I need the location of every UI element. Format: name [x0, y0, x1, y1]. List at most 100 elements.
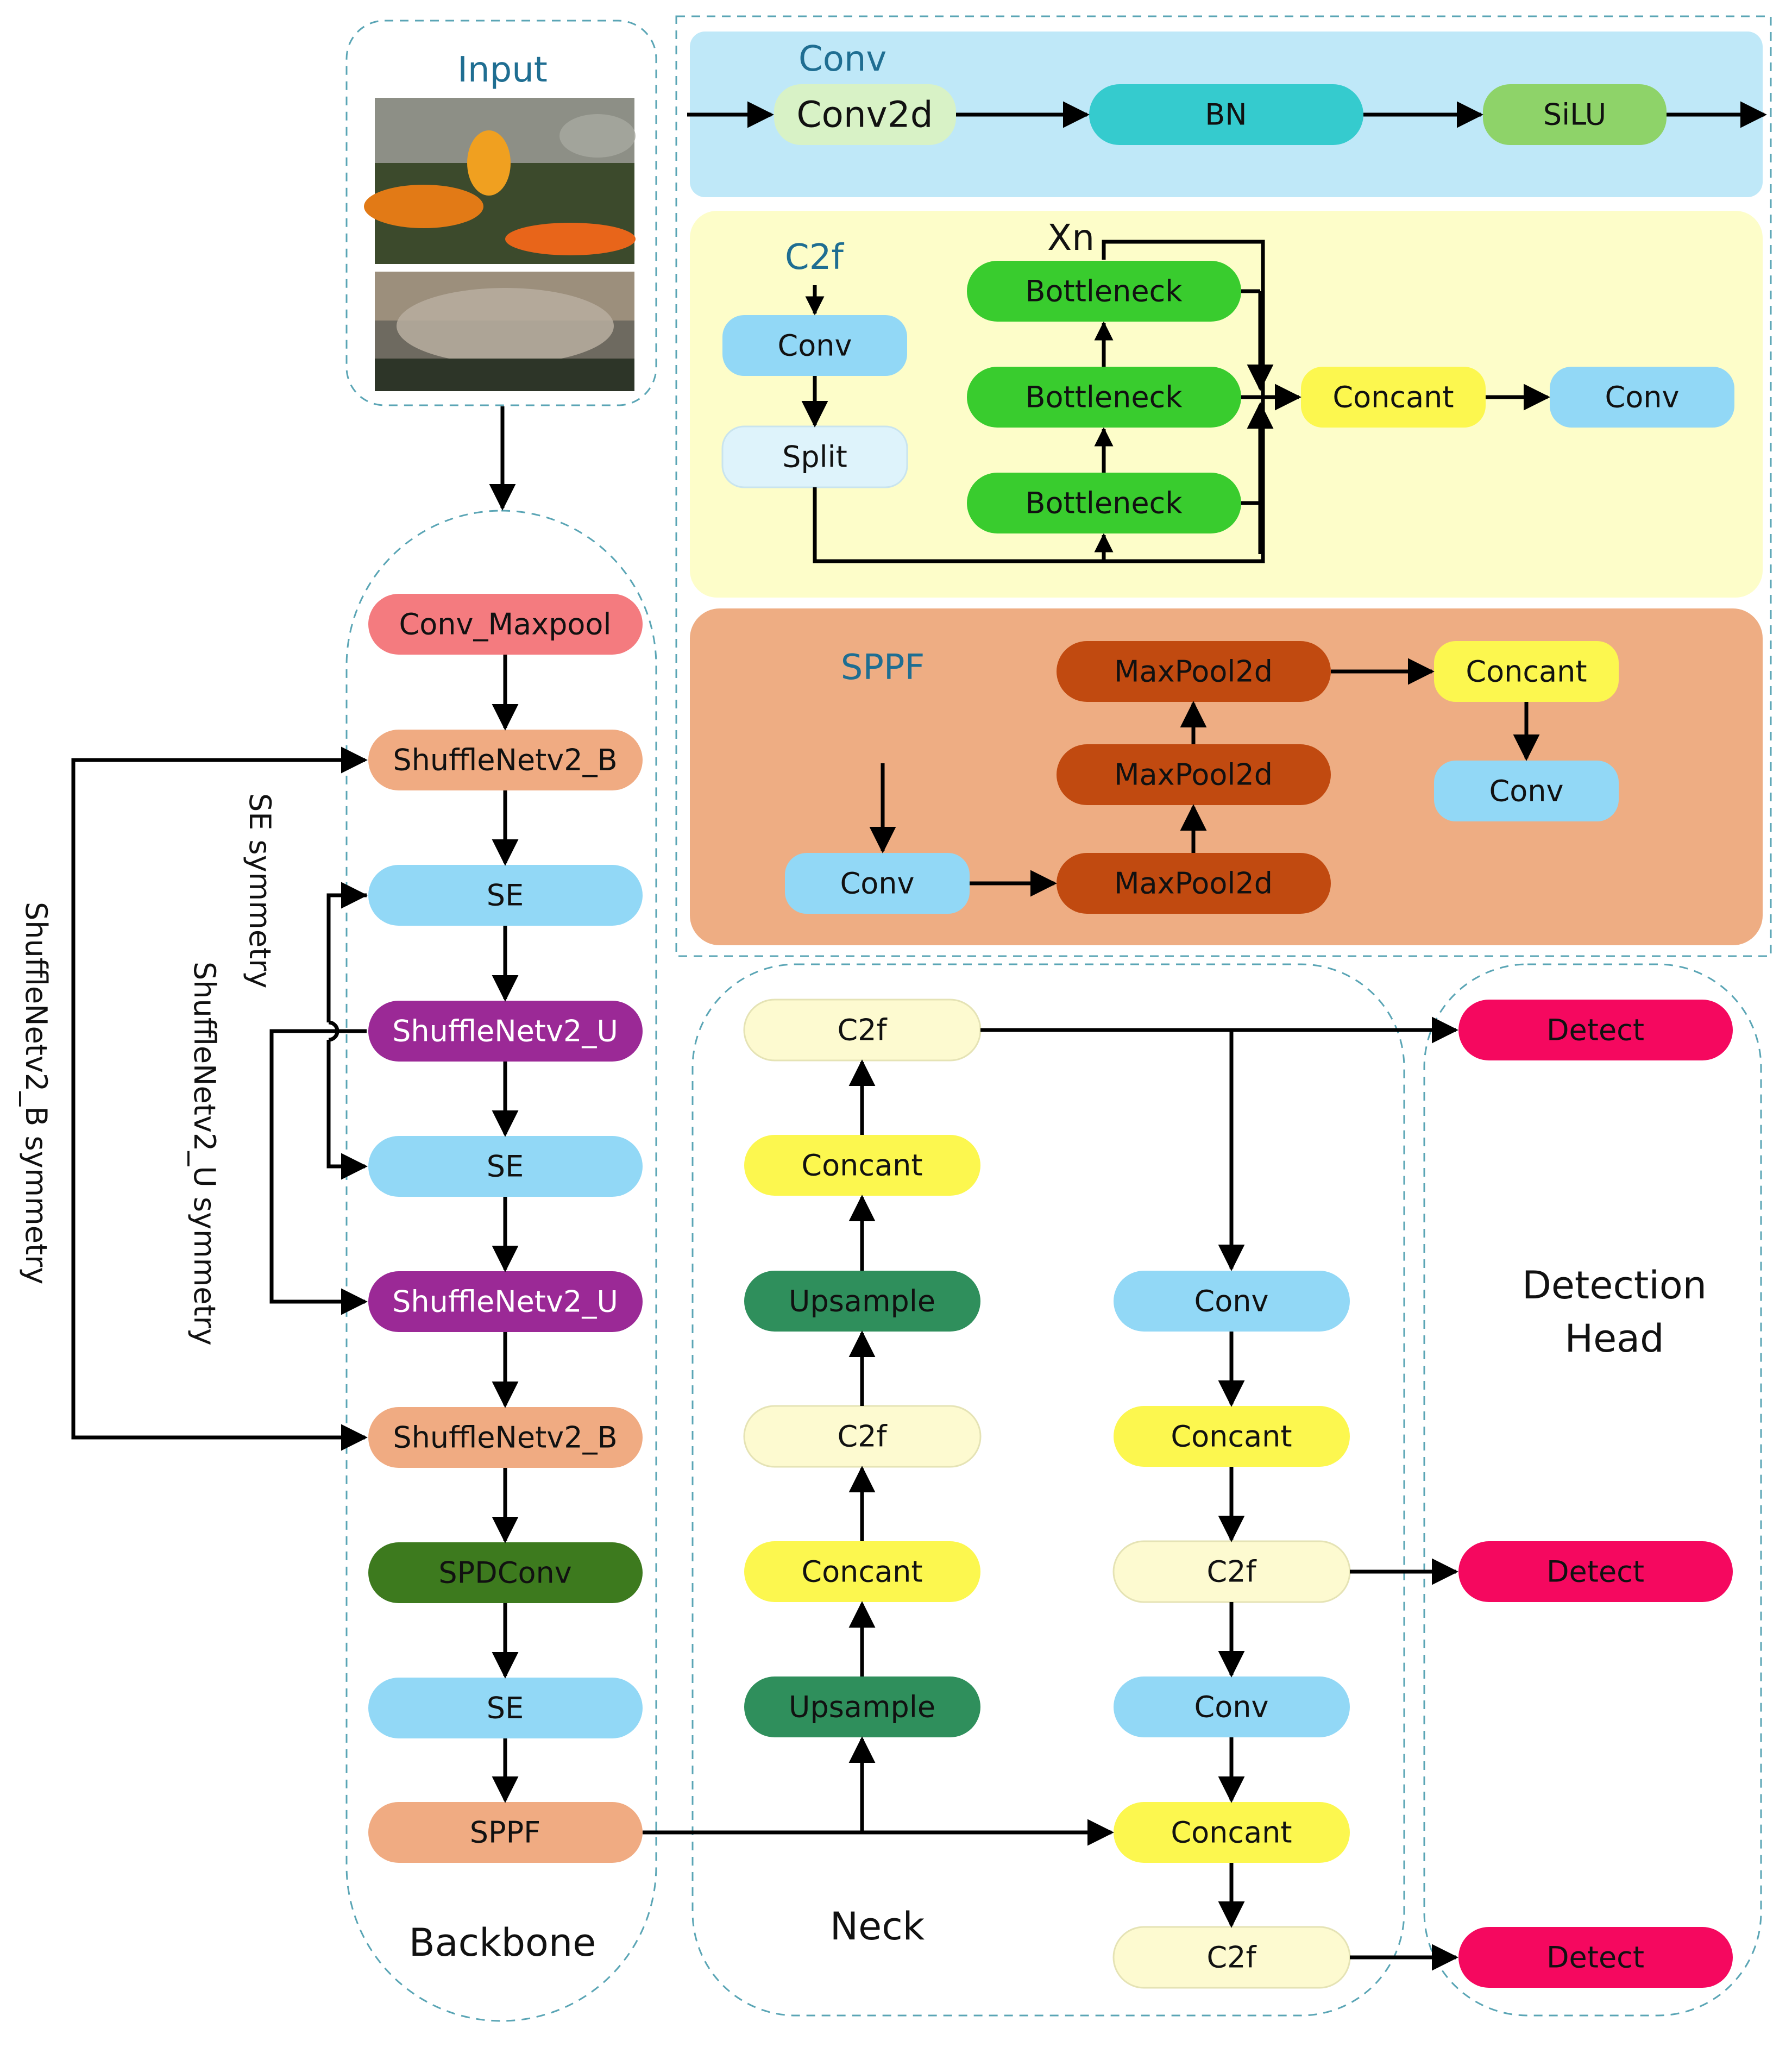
sppf-module-conv: Conv — [785, 853, 970, 914]
svg-text:Concant: Concant — [1332, 380, 1454, 415]
svg-text:Conv: Conv — [1489, 774, 1564, 808]
svg-text:Bottleneck: Bottleneck — [1025, 486, 1183, 520]
neck-right-c2f-1: C2f — [1112, 1540, 1351, 1603]
svg-text:C2f: C2f — [837, 1420, 888, 1454]
svg-text:Conv: Conv — [1605, 380, 1680, 415]
c2f-module-out-conv: Conv — [1550, 367, 1734, 428]
detect-node-3: Detect — [1458, 1927, 1733, 1988]
svg-text:ShuffleNetv2_U: ShuffleNetv2_U — [392, 1285, 618, 1319]
se-symmetry-label: SE symmetry — [243, 793, 277, 988]
sppf-module-maxpool-3: MaxPool2d — [1057, 853, 1331, 914]
svg-text:ShuffleNetv2_U: ShuffleNetv2_U — [392, 1014, 618, 1048]
detection-head-label-line1: Detection — [1522, 1263, 1707, 1308]
svg-text:Concant: Concant — [1171, 1420, 1292, 1454]
svg-text:C2f: C2f — [837, 1013, 888, 1047]
neck-flow-edges — [643, 1016, 1458, 1971]
svg-text:SE: SE — [487, 1150, 524, 1184]
svg-text:SPDConv: SPDConv — [438, 1556, 571, 1590]
sppf-module-maxpool-1: MaxPool2d — [1057, 641, 1331, 702]
svg-text:BN: BN — [1205, 98, 1247, 132]
backbone-group-outline — [345, 510, 657, 2022]
conv-module-conv2d: Conv2d — [774, 84, 956, 145]
shufflenet-u-symmetry-label: ShuffleNetv2_U symmetry — [187, 962, 222, 1346]
neck-right-conv-1: Conv — [1114, 1271, 1350, 1332]
input-title: Input — [457, 50, 548, 90]
svg-text:Detect: Detect — [1546, 1941, 1644, 1975]
svg-text:Conv: Conv — [778, 329, 852, 363]
shufflenet-u-symmetry-bracket — [269, 1029, 368, 1315]
backbone-label: Backbone — [409, 1920, 596, 1965]
c2f-module-bottleneck-1: Bottleneck — [967, 261, 1241, 322]
svg-text:Detect: Detect — [1546, 1013, 1644, 1047]
neck-label: Neck — [830, 1904, 925, 1949]
svg-text:Upsample: Upsample — [789, 1690, 935, 1724]
neck-left-concant-1: Concant — [744, 1135, 980, 1196]
svg-text:MaxPool2d: MaxPool2d — [1114, 866, 1273, 901]
svg-text:C2f: C2f — [1206, 1555, 1257, 1589]
smoke-photo — [375, 272, 634, 391]
conv-module-silu: SiLU — [1483, 84, 1667, 145]
svg-text:SPPF: SPPF — [470, 1816, 540, 1850]
svg-text:Split: Split — [782, 440, 847, 474]
svg-text:Concant: Concant — [1466, 655, 1587, 689]
c2f-module-xn: Xn — [1047, 217, 1095, 259]
sppf-module-title: SPPF — [841, 648, 925, 688]
neck-left-upsample-1: Upsample — [744, 1271, 980, 1332]
neck-right-c2f-2: C2f — [1112, 1926, 1351, 1989]
c2f-module-conv: Conv — [722, 315, 907, 376]
backbone-node-se-1: SE — [368, 865, 643, 926]
svg-text:MaxPool2d: MaxPool2d — [1114, 758, 1273, 792]
detection-head-label-line2: Head — [1564, 1316, 1664, 1361]
c2f-module-bottleneck-3: Bottleneck — [967, 473, 1241, 533]
svg-text:Concant: Concant — [801, 1148, 922, 1183]
backbone-node-sppf: SPPF — [368, 1802, 643, 1863]
c2f-module-bottleneck-2: Bottleneck — [967, 367, 1241, 428]
c2f-module-split: Split — [721, 425, 908, 488]
sppf-module-concant: Concant — [1434, 641, 1619, 702]
svg-text:Concant: Concant — [1171, 1816, 1292, 1850]
svg-text:Concant: Concant — [801, 1555, 922, 1589]
svg-text:Conv2d: Conv2d — [796, 94, 933, 136]
backbone-node-shufflenet-u-1: ShuffleNetv2_U — [368, 1001, 643, 1062]
backbone-node-shufflenet-b-2: ShuffleNetv2_B — [368, 1407, 643, 1468]
shufflenet-b-symmetry-label: ShuffleNetv2_B symmetry — [19, 902, 53, 1284]
backbone-node-se-2: SE — [368, 1136, 643, 1197]
svg-text:SiLU: SiLU — [1543, 98, 1606, 132]
neck-right-conv-2: Conv — [1114, 1676, 1350, 1737]
svg-text:ShuffleNetv2_B: ShuffleNetv2_B — [393, 1421, 617, 1455]
neck-right-concant-1: Concant — [1114, 1406, 1350, 1467]
sppf-module-maxpool-2: MaxPool2d — [1057, 744, 1331, 805]
input-group-outline — [345, 20, 657, 406]
neck-left-concant-2: Concant — [744, 1541, 980, 1602]
svg-text:Upsample: Upsample — [789, 1284, 935, 1318]
detect-node-2: Detect — [1458, 1541, 1733, 1602]
neck-left-upsample-2: Upsample — [744, 1676, 980, 1737]
neck-left-c2f-2: C2f — [743, 1405, 982, 1468]
svg-text:SE: SE — [487, 1691, 524, 1725]
svg-text:C2f: C2f — [1206, 1941, 1257, 1975]
svg-text:ShuffleNetv2_B: ShuffleNetv2_B — [393, 743, 617, 777]
svg-text:Bottleneck: Bottleneck — [1025, 380, 1183, 415]
svg-text:MaxPool2d: MaxPool2d — [1114, 655, 1273, 689]
backbone-node-conv-maxpool: Conv_Maxpool — [368, 594, 643, 655]
c2f-module-concant: Concant — [1301, 367, 1486, 428]
head-group-outline — [1423, 963, 1762, 2017]
svg-text:Conv: Conv — [1194, 1284, 1269, 1318]
svg-text:Detect: Detect — [1546, 1555, 1644, 1589]
svg-text:Bottleneck: Bottleneck — [1025, 274, 1183, 309]
forest-fire-photo — [364, 98, 636, 264]
c2f-module-title: C2f — [785, 237, 844, 278]
svg-text:Conv: Conv — [1194, 1690, 1269, 1724]
backbone-node-se-3: SE — [368, 1678, 643, 1738]
conv-module-bn: BN — [1089, 84, 1363, 145]
detect-node-1: Detect — [1458, 1000, 1733, 1060]
sppf-module-edges — [869, 658, 1540, 897]
conv-module-title: Conv — [798, 39, 886, 79]
backbone-node-shufflenet-b-1: ShuffleNetv2_B — [368, 730, 643, 790]
neck-left-c2f-1: C2f — [743, 999, 982, 1062]
neck-right-concant-2: Concant — [1114, 1802, 1350, 1863]
svg-text:Conv: Conv — [840, 866, 915, 901]
c2f-module-edges — [801, 240, 1550, 563]
backbone-node-spdconv: SPDConv — [368, 1542, 643, 1603]
